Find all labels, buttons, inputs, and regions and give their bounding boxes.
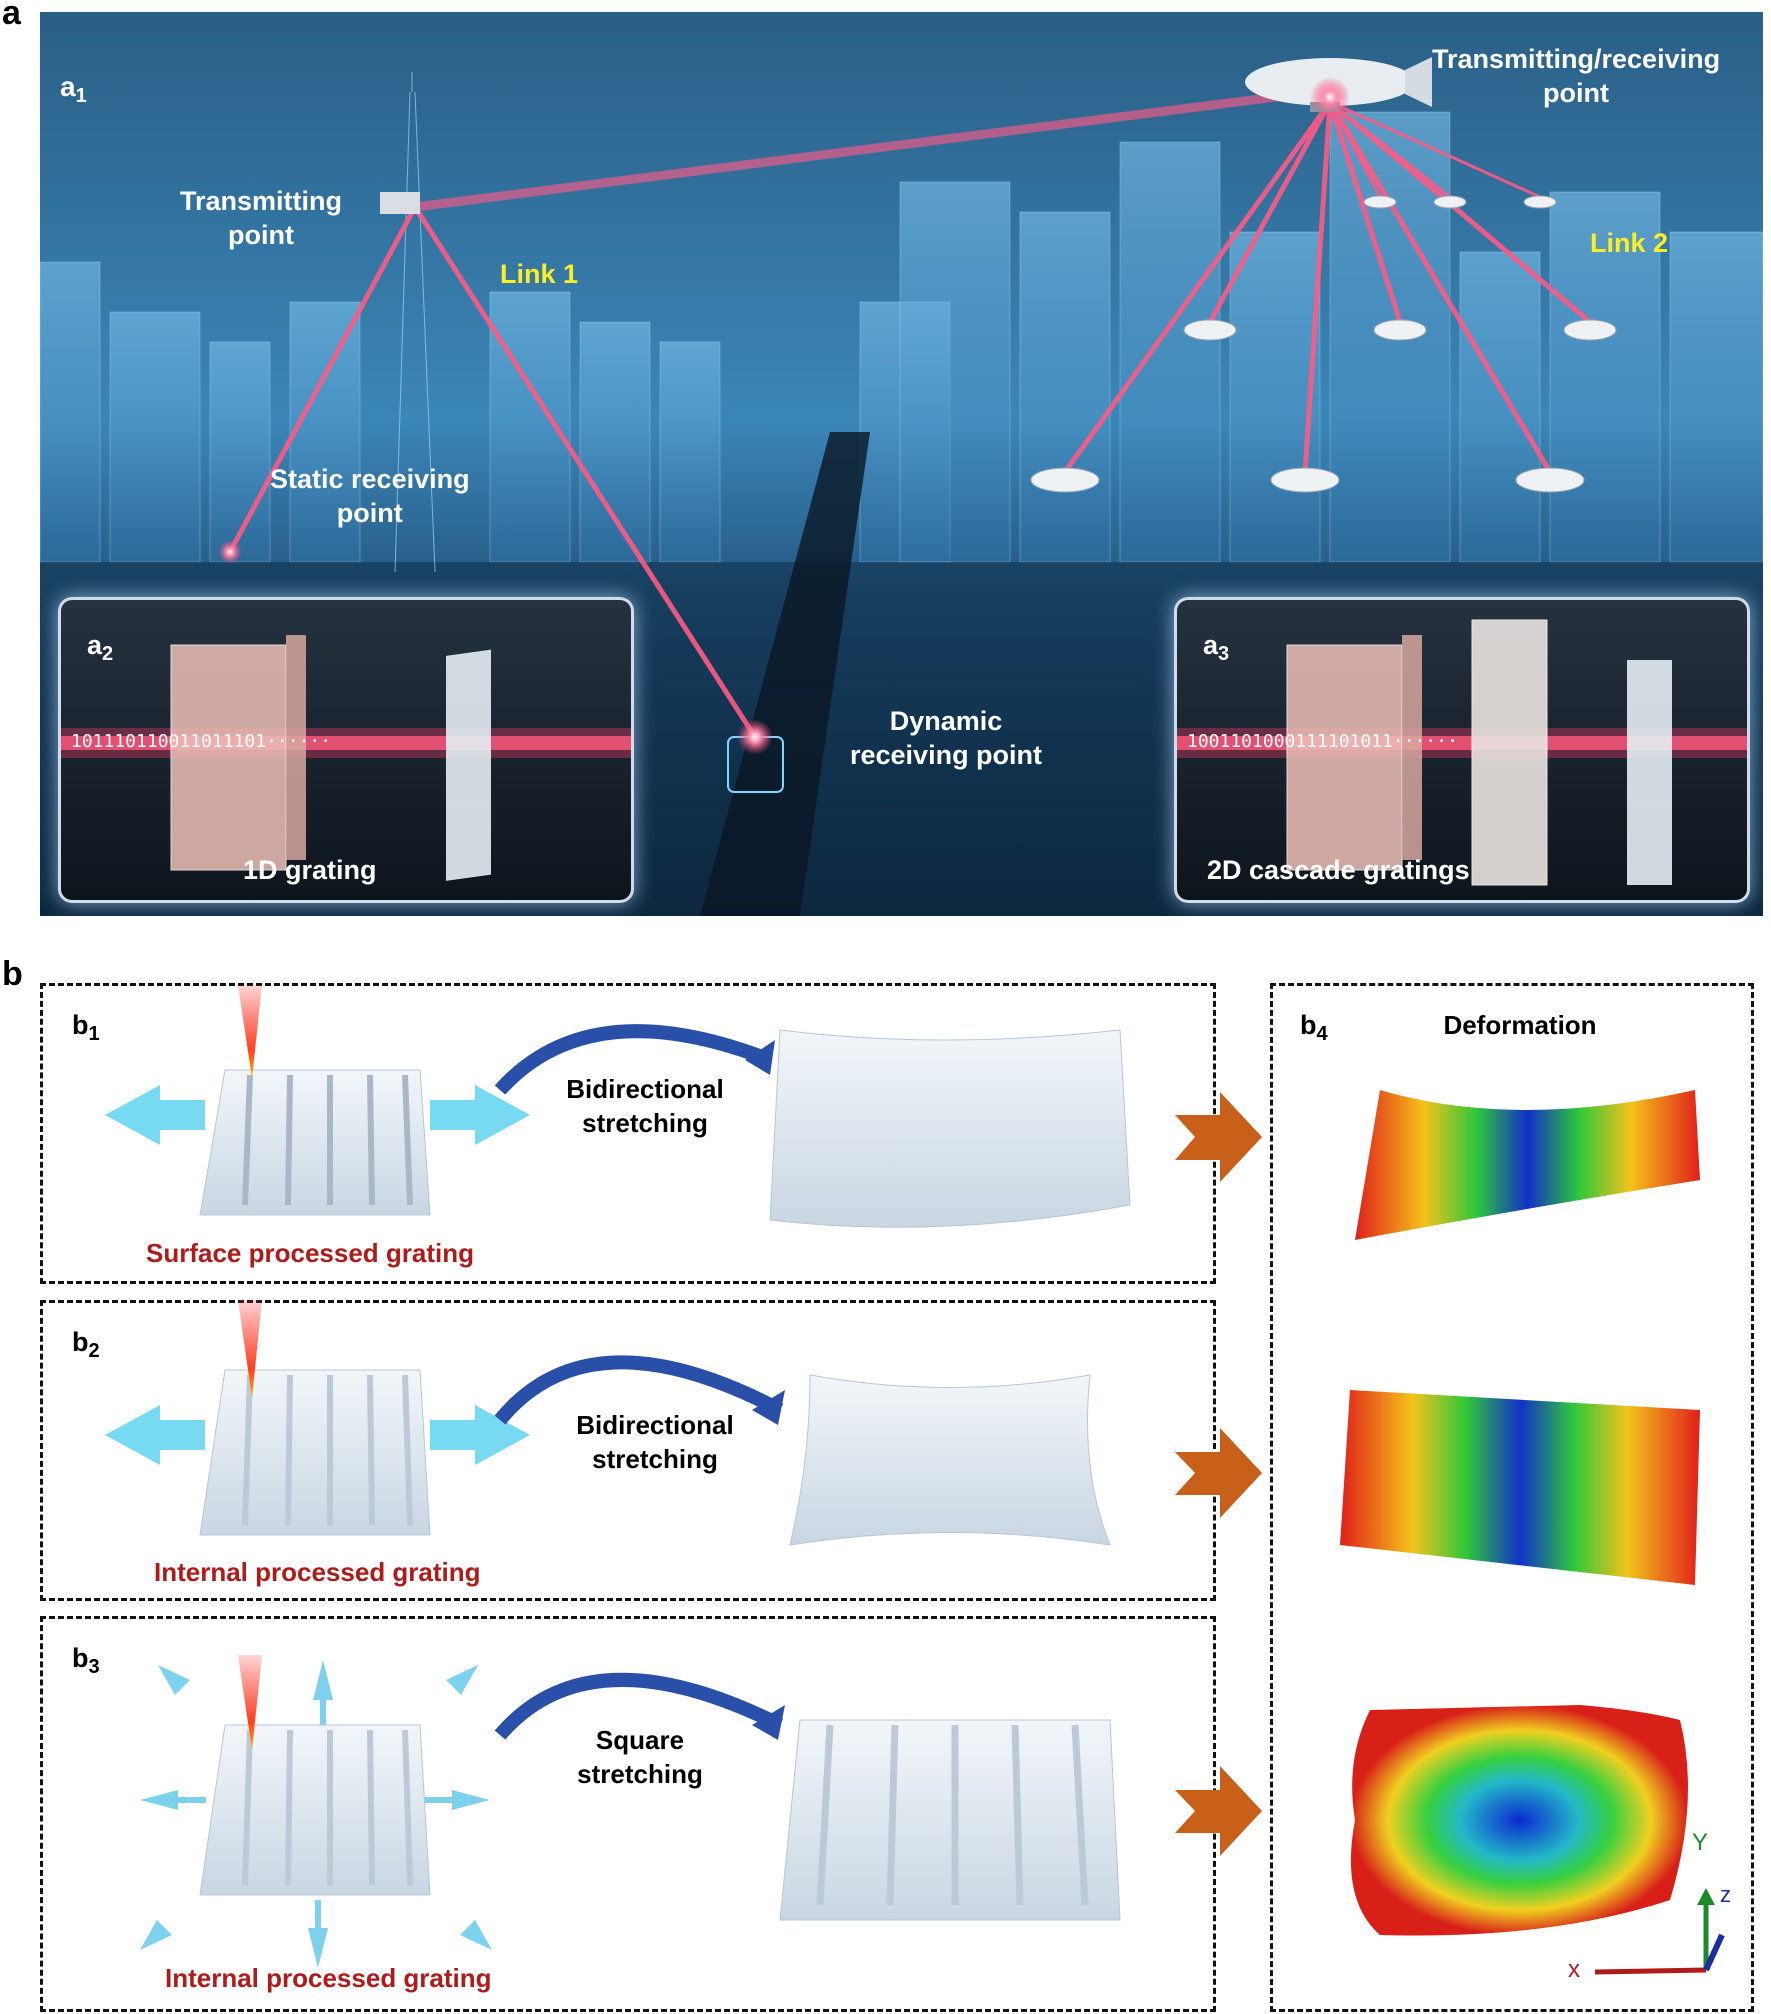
bitstream-1d: 101110110011011101······ <box>71 731 332 752</box>
skyline <box>40 111 1763 563</box>
box-b3 <box>40 1616 1216 2012</box>
label-b2-action: Bidirectional stretching <box>576 1410 734 1474</box>
caption-b1: Surface processed grating <box>146 1238 474 1268</box>
label-transmitting-point: Transmitting point <box>180 186 343 250</box>
label-a3: a3 <box>1203 630 1230 665</box>
axis-y-label: Y <box>1692 1829 1709 1856</box>
label-b2: b2 <box>72 1327 100 1362</box>
label-a1: a1 <box>60 71 87 107</box>
label-b1-action: Bidirectional stretching <box>566 1074 724 1138</box>
inset-1d-grating: a2 101110110011011101······ 1D grating <box>58 597 634 903</box>
caption-b2: Internal processed grating <box>154 1557 481 1587</box>
label-a2: a2 <box>87 630 114 665</box>
label-deformation: Deformation <box>1443 1010 1597 1040</box>
caption-1d-grating: 1D grating <box>243 855 377 885</box>
axis-x-label: x <box>1568 1956 1580 1983</box>
city-scene: a1 Transmitting point Transmitting/recei… <box>40 12 1763 916</box>
panel-b-letter: b <box>2 955 23 993</box>
drones <box>1030 195 1617 493</box>
label-link2: Link 2 <box>1590 228 1669 258</box>
tower <box>394 72 436 573</box>
caption-b3: Internal processed grating <box>165 1963 492 1993</box>
label-static-receiving-point: Static receiving point <box>270 464 470 528</box>
label-link1: Link 1 <box>500 259 579 289</box>
box-b4 <box>1270 983 1754 2012</box>
bitstream-2d: 1001101000111101011······ <box>1187 731 1458 752</box>
grating-1d-illustration <box>61 635 631 881</box>
caption-2d-cascade-gratings: 2D cascade gratings <box>1207 855 1470 885</box>
laser-beams <box>227 85 1593 740</box>
inset-2d-cascade-gratings: a3 1001101000111101011······ 2D cascade … <box>1174 597 1750 903</box>
label-b3-action: Square stretching <box>577 1725 703 1789</box>
label-b4: b4 <box>1300 1010 1328 1045</box>
transmitter <box>380 192 420 214</box>
label-b1: b1 <box>72 1010 100 1045</box>
label-transmitting-receiving-point: Transmitting/receiving point <box>1432 44 1721 108</box>
label-b3: b3 <box>72 1643 100 1678</box>
label-dynamic-receiving-point: Dynamic receiving point <box>850 706 1043 770</box>
axis-z-label: z <box>1720 1882 1731 1907</box>
panel-a-letter: a <box>2 0 21 32</box>
grating-2d-illustration <box>1177 619 1747 886</box>
